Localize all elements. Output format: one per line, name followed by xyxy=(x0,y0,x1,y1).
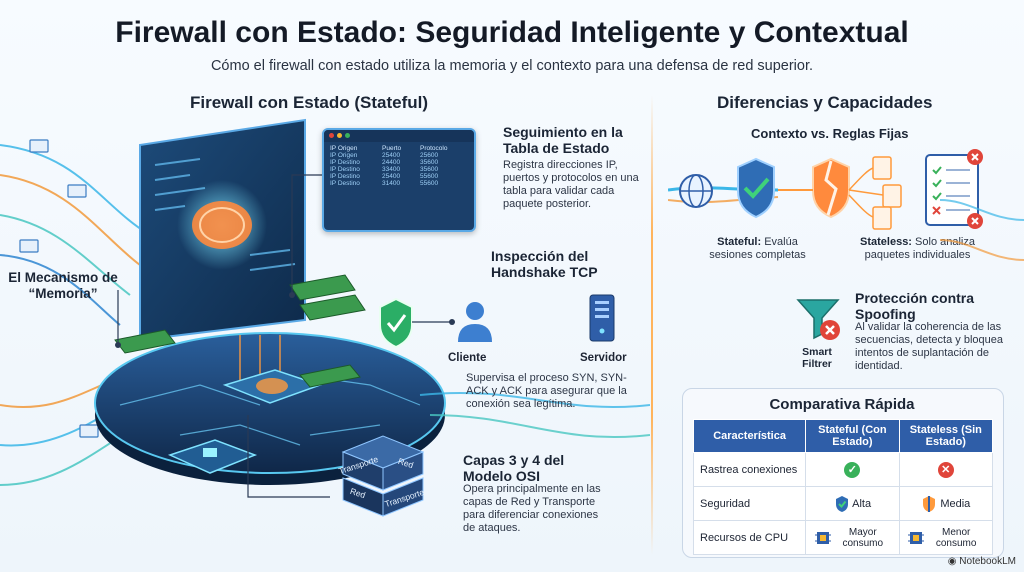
state-table-cell: 35600 xyxy=(420,166,439,173)
table-cell: Seguridad xyxy=(692,486,807,521)
table-header: Stateless (Sin Estado) xyxy=(898,419,994,453)
state-table-cell: 35600 xyxy=(420,159,439,166)
table-cell: ✓ xyxy=(805,452,900,487)
state-table-cell: IP Origen xyxy=(330,152,358,159)
shield-icon xyxy=(923,495,936,512)
stateless-desc-text: Solo analiza paquetes individuales xyxy=(864,236,975,261)
state-table-cell: 55600 xyxy=(420,173,439,180)
right-streams xyxy=(940,199,1024,261)
state-table-cell: 25400 xyxy=(382,173,401,180)
table-cell: Alta xyxy=(805,486,900,521)
stateful-desc-text: Evalúa sesiones completas xyxy=(709,236,806,261)
state-table-cell: 55600 xyxy=(420,180,439,187)
table-row: Seguridad Alta Media xyxy=(692,486,994,521)
globe-icon xyxy=(679,174,713,208)
table-row: Rastrea conexiones ✓ ✕ xyxy=(692,452,994,487)
memory-label: El Mecanismo de “Memoria” xyxy=(8,270,118,301)
footer-brand: ◉ NotebookLM xyxy=(948,556,1016,567)
stateful-desc: Stateful: Evalúa sesiones completas xyxy=(700,236,815,262)
table-cell: ✕ xyxy=(898,452,994,487)
table-row: Recursos de CPU Mayor consumo Menor cons… xyxy=(692,520,994,555)
client-icon xyxy=(458,302,492,342)
window-dot-icon xyxy=(329,133,334,138)
cpu-icon xyxy=(814,531,831,544)
page-subtitle: Cómo el firewall con estado utiliza la m… xyxy=(210,58,814,74)
state-table-cell: IP Destino xyxy=(330,166,360,173)
left-heading: Firewall con Estado (Stateful) xyxy=(190,93,429,112)
notebook-icon: ◉ xyxy=(947,556,957,567)
security-value: Alta xyxy=(852,497,872,510)
spoofing-text: Al validar la coherencia de las secuenci… xyxy=(855,321,1003,372)
layers-title: Capas 3 y 4 del Modelo OSI xyxy=(463,452,565,484)
cpu-value: Menor consumo xyxy=(935,526,977,549)
state-table-cell: 25400 xyxy=(382,152,401,159)
context-title: Contexto vs. Reglas Fijas xyxy=(751,126,909,141)
stateless-desc: Stateless: Solo analiza paquetes individ… xyxy=(850,236,985,262)
server-label: Servidor xyxy=(580,352,627,364)
table-header: Stateful (Con Estado) xyxy=(805,419,900,453)
cpu-icon xyxy=(908,531,925,544)
window-titlebar xyxy=(324,130,474,142)
state-table-cell: IP Destino xyxy=(330,180,360,187)
window-dot-icon xyxy=(337,133,342,138)
comparison-title: Comparativa Rápida xyxy=(769,396,915,413)
state-table-window: IP Origen Puerto Protocolo IP Origen 254… xyxy=(322,128,476,232)
state-table-header: Protocolo xyxy=(420,145,448,152)
stateful-illustration xyxy=(0,118,650,498)
cpu-value: Mayor consumo xyxy=(842,526,884,549)
check-icon: ✓ xyxy=(844,461,861,478)
table-header-row: Característica Stateful (Con Estado) Sta… xyxy=(692,419,994,453)
client-label: Cliente xyxy=(448,352,487,364)
state-table-cell: 33400 xyxy=(382,166,401,173)
page-title: Firewall con Estado: Seguridad Inteligen… xyxy=(115,16,909,49)
state-table-cell: 31400 xyxy=(382,180,401,187)
state-table-header: IP Origen xyxy=(330,145,358,152)
osi-layers-cube xyxy=(341,435,425,517)
table-cell: Recursos de CPU xyxy=(692,520,807,555)
layers-text: Opera principalmente en las capas de Red… xyxy=(463,483,601,534)
table-cell: Mayor consumo xyxy=(805,520,900,555)
stateful-prefix: Stateful: xyxy=(717,236,762,248)
shield-icon xyxy=(835,495,848,512)
table-cell: Media xyxy=(898,486,994,521)
footer-text: NotebookLM xyxy=(959,556,1016,567)
security-value: Media xyxy=(940,497,971,510)
state-table-cell: IP Destino xyxy=(330,159,360,166)
comparison-table: Característica Stateful (Con Estado) Sta… xyxy=(692,419,994,555)
handshake-title: Inspección del Handshake TCP xyxy=(491,248,598,280)
smart-filter-label: Smart Filtrer xyxy=(802,346,832,370)
tracking-text: Registra direcciones IP, puertos y proto… xyxy=(503,159,639,210)
handshake-text: Supervisa el proceso SYN, SYN-ACK y ACK … xyxy=(466,372,627,410)
table-header: Característica xyxy=(692,419,807,453)
state-table: IP Origen Puerto Protocolo IP Origen 254… xyxy=(324,142,474,190)
table-cell: Rastrea conexiones xyxy=(692,452,807,487)
state-table-header: Puerto xyxy=(382,145,402,152)
section-divider xyxy=(651,95,653,555)
window-dot-icon xyxy=(345,133,350,138)
stateless-prefix: Stateless: xyxy=(860,236,912,248)
tracking-title: Seguimiento en la Tabla de Estado xyxy=(503,124,623,156)
context-illustration xyxy=(668,149,983,230)
state-table-cell: 24400 xyxy=(382,159,401,166)
spoofing-title: Protección contra Spoofing xyxy=(855,290,975,322)
table-cell: Menor consumo xyxy=(898,520,994,555)
state-table-cell: IP Destino xyxy=(330,173,360,180)
state-table-cell: 25600 xyxy=(420,152,439,159)
right-heading: Diferencias y Capacidades xyxy=(717,93,933,112)
cross-icon: ✕ xyxy=(937,461,954,478)
smart-filter-icon xyxy=(796,299,840,340)
server-icon xyxy=(589,294,615,342)
